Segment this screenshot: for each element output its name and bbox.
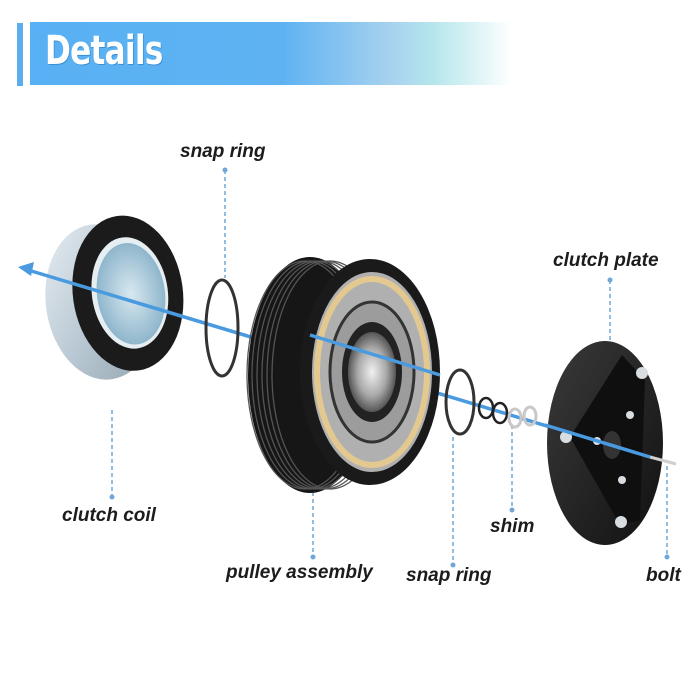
label-pulley-assembly: pulley assembly (226, 562, 373, 583)
clutch-coil-part (45, 215, 184, 380)
label-bolt: bolt (646, 565, 681, 586)
page-title: Details (45, 28, 163, 74)
axis-arrowhead-icon (18, 262, 34, 276)
label-shim: shim (490, 516, 535, 537)
bolt-part (649, 455, 677, 466)
label-clutch-coil: clutch coil (62, 505, 156, 526)
header-accent-bar (17, 23, 23, 86)
header-banner (30, 22, 590, 85)
label-clutch-plate: clutch plate (553, 250, 659, 271)
pulley-assembly-part (246, 257, 440, 493)
leader-lines (111, 170, 668, 563)
label-snap-ring-bottom: snap ring (406, 565, 492, 586)
shim-part-2 (522, 405, 538, 427)
snap-ring-top-part (204, 278, 240, 378)
o-ring-2 (491, 401, 509, 425)
snap-ring-bottom-part (444, 368, 476, 436)
shim-part (507, 407, 523, 429)
leader-dots (109, 167, 670, 568)
label-snap-ring-top: snap ring (180, 141, 266, 162)
